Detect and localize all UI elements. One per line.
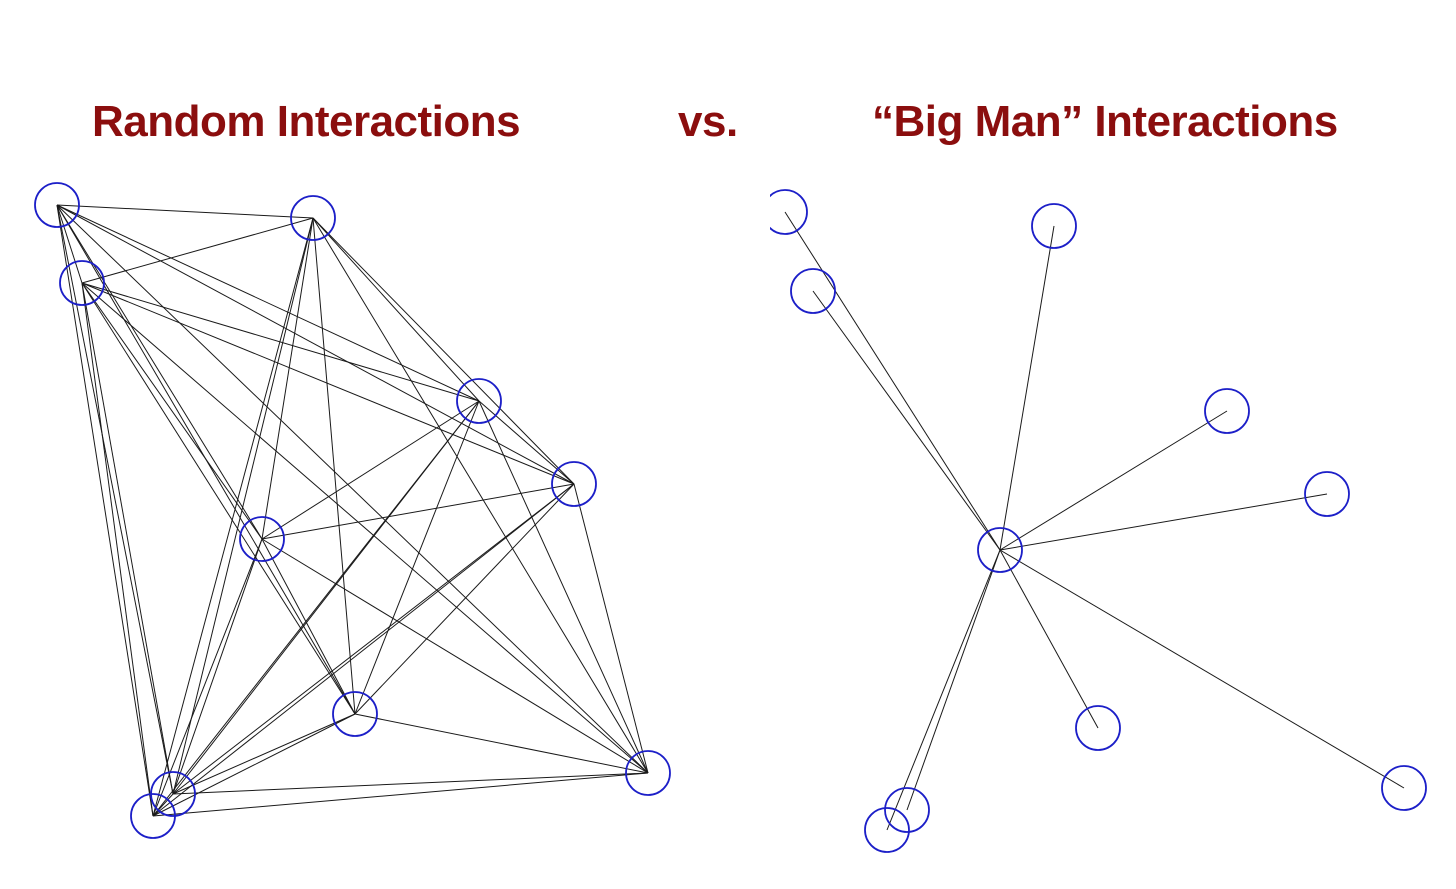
edge-r8-r10 — [152, 772, 649, 817]
edge-r4-r5 — [478, 400, 575, 485]
edge-r1-r8 — [56, 204, 649, 774]
node-r4 — [456, 378, 502, 424]
node-b9 — [864, 807, 910, 853]
node-b7 — [1381, 765, 1427, 811]
edge-r3-r10 — [81, 282, 154, 817]
node-b4 — [1204, 388, 1250, 434]
node-b1 — [770, 189, 808, 235]
edge-r8-r9 — [172, 772, 649, 795]
edge-r2-r5 — [312, 217, 575, 485]
edge-r3-r4 — [81, 282, 480, 402]
title-random-interactions: Random Interactions — [92, 97, 521, 146]
edge-r6-r7 — [261, 538, 356, 715]
edge-h-b7 — [999, 549, 1405, 789]
edge-r3-r5 — [81, 282, 575, 485]
edge-r4-r8 — [478, 400, 649, 774]
edge-r6-r8 — [261, 538, 649, 774]
node-r1 — [34, 182, 80, 228]
random-interactions-network — [34, 182, 671, 839]
node-r5 — [551, 461, 597, 507]
edge-r1-r5 — [56, 204, 575, 485]
node-r8 — [625, 750, 671, 796]
edge-r4-r7 — [354, 400, 480, 715]
edge-r1-r10 — [56, 204, 154, 817]
edge-r7-r8 — [354, 713, 649, 774]
edge-r7-r10 — [152, 713, 356, 817]
node-r7 — [332, 691, 378, 737]
edge-h-b5 — [999, 493, 1328, 551]
edge-r5-r10 — [152, 483, 575, 817]
edge-h-b8 — [906, 549, 1001, 811]
edge-r9-r10 — [152, 793, 174, 817]
edge-r1-r4 — [56, 204, 480, 402]
edge-r7-r9 — [172, 713, 356, 795]
node-b3 — [1031, 203, 1077, 249]
node-r3 — [59, 260, 105, 306]
edge-r2-r7 — [312, 217, 356, 715]
edge-r1-r6 — [56, 204, 263, 540]
node-b5 — [1304, 471, 1350, 517]
title-big-man-interactions: “Big Man” Interactions — [872, 97, 1338, 146]
edge-r2-r4 — [312, 217, 480, 402]
edge-r6-r9 — [172, 538, 263, 795]
node-b8 — [884, 787, 930, 833]
edge-r6-r10 — [152, 538, 263, 817]
node-h — [977, 527, 1023, 573]
edge-r5-r8 — [573, 483, 649, 774]
edge-r3-r8 — [81, 282, 649, 774]
edge-r1-r3 — [56, 204, 83, 284]
edge-r3-r9 — [81, 282, 174, 795]
edge-r3-r6 — [81, 282, 263, 540]
edge-h-b2 — [812, 290, 1001, 551]
edge-r4-r6 — [261, 400, 480, 540]
edge-h-b1 — [784, 211, 1001, 551]
edge-h-b9 — [886, 549, 1001, 831]
title-vs: vs. — [678, 97, 738, 146]
node-r6 — [239, 516, 285, 562]
edge-r5-r7 — [354, 483, 575, 715]
edge-r2-r10 — [152, 217, 314, 817]
node-r10 — [130, 793, 176, 839]
big-man-interactions-network — [770, 189, 1427, 853]
edge-r2-r9 — [172, 217, 314, 795]
edge-h-b4 — [999, 410, 1228, 551]
node-b2 — [790, 268, 836, 314]
edge-r1-r2 — [56, 204, 314, 219]
edge-r5-r9 — [172, 483, 575, 795]
edge-r4-r10 — [152, 400, 480, 817]
edge-h-b3 — [999, 225, 1055, 551]
edge-r2-r8 — [312, 217, 649, 774]
node-b6 — [1075, 705, 1121, 751]
edge-h-b6 — [999, 549, 1099, 729]
edge-r2-r6 — [261, 217, 314, 540]
node-r2 — [290, 195, 336, 241]
edge-r5-r6 — [261, 483, 575, 540]
edge-r1-r9 — [56, 204, 174, 795]
edge-r2-r3 — [81, 217, 314, 284]
edge-r3-r7 — [81, 282, 356, 715]
